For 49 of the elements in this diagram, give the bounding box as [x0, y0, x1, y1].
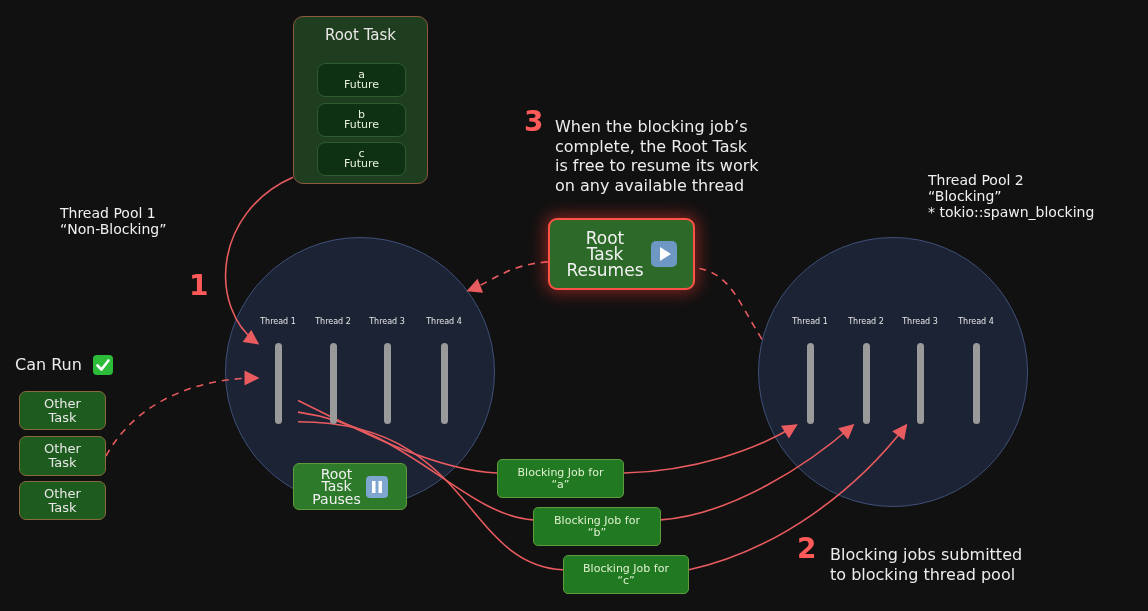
job-box	[497, 459, 624, 498]
task-label: Other Task	[44, 442, 81, 470]
step-number: 3	[524, 108, 544, 136]
task-box	[548, 218, 695, 290]
dashed-arrow	[105, 370, 260, 457]
future-box	[317, 63, 406, 97]
future-box	[317, 142, 406, 176]
arrow	[660, 424, 855, 521]
step-number: 1	[189, 272, 209, 300]
pool-title: Thread Pool 1 “Non-Blocking”	[60, 205, 168, 238]
job-label: Blocking Job for “a”	[516, 466, 605, 491]
task-label: Root Task Resumes	[566, 229, 644, 279]
thread-label: Thread 4	[958, 318, 994, 326]
thread-label: Thread 3	[902, 318, 938, 326]
thread-label: Thread 2	[848, 318, 884, 326]
step-note: When the blocking job’s complete, the Root Task is free to resume its work on any available thread	[555, 117, 760, 196]
pool-note: * tokio::spawn_blocking	[928, 204, 1095, 221]
job-label: Blocking Job for “b”	[553, 514, 641, 539]
connector-line	[297, 421, 564, 571]
task-box	[19, 391, 106, 430]
future-label: b Future	[344, 109, 379, 131]
thread-label: Thread 2	[315, 318, 351, 326]
task-label: Root Task Pauses	[312, 467, 361, 506]
task-label: Other Task	[44, 486, 81, 515]
status-label: Can Run	[15, 355, 82, 374]
job-label: Blocking Job for “c”	[582, 562, 670, 587]
thread-label: Thread 3	[369, 318, 405, 326]
thread-label: Thread 1	[260, 318, 296, 326]
job-box	[533, 507, 661, 546]
task-label: Other Task	[44, 396, 81, 425]
pool-title: Thread Pool 2 “Blocking”	[928, 172, 1025, 205]
connector-line	[297, 411, 534, 521]
dashed-arrow	[466, 261, 549, 293]
job-box	[563, 555, 689, 594]
step-number: 2	[797, 535, 817, 563]
arrow	[224, 176, 294, 345]
thread-label: Thread 1	[792, 318, 828, 326]
task-box	[19, 436, 106, 476]
task-box	[293, 16, 428, 184]
task-box	[19, 481, 106, 520]
future-box	[317, 103, 406, 137]
future-label: a Future	[344, 69, 379, 91]
future-label: c Future	[344, 148, 379, 170]
task-title: Root Task	[324, 26, 397, 44]
thread-label: Thread 4	[426, 318, 462, 326]
step-note: Blocking jobs submitted to blocking thread pool	[830, 545, 1024, 585]
arrow	[688, 423, 908, 571]
arrow	[623, 424, 798, 474]
connector-line	[297, 399, 498, 474]
